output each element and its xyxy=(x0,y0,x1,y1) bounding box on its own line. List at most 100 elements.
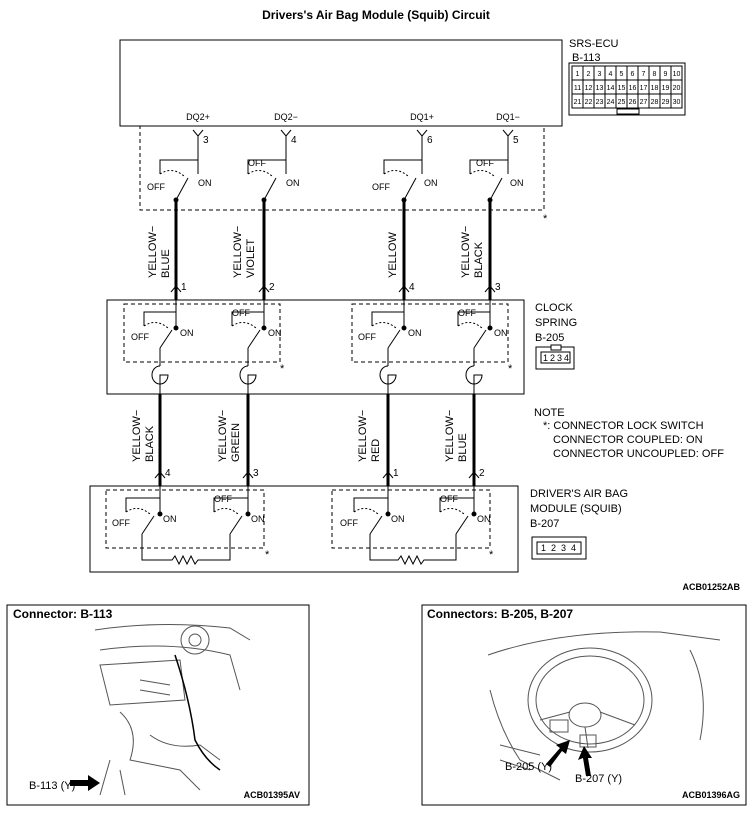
note-title: NOTE xyxy=(534,407,565,419)
mod-sw1-on: ON xyxy=(163,514,177,524)
dashboard-illustration-left xyxy=(94,623,251,796)
wire-yellow-blue-lower-l2: BLUE xyxy=(457,433,469,462)
wire-yellow-red-l2: RED xyxy=(370,439,382,462)
wire-yellow-blue-l2: BLUE xyxy=(160,249,172,278)
terminal-dq2-minus-label: DQ2− xyxy=(274,112,298,122)
wire-yellow-red-l1: YELLOW− xyxy=(357,410,369,462)
wire-yellow-black-l2: BLACK xyxy=(473,241,485,278)
wire-yellow-blue-lower-l1: YELLOW− xyxy=(444,410,456,462)
cs-sw4-off: OFF xyxy=(458,308,476,318)
clock-spring-lock-right xyxy=(351,303,509,363)
module-connector-id: B-207 xyxy=(530,518,559,530)
steering-wheel-illustration xyxy=(487,631,721,781)
clock-spring-title-2: SPRING xyxy=(535,317,577,329)
mod-conn-pin-4: 4 xyxy=(571,543,576,553)
mod-sw4-off: OFF xyxy=(440,494,458,504)
cs-conn-pin-3: 3 xyxy=(557,353,562,363)
asterisk-cs-left: * xyxy=(280,363,285,375)
cs-conn-pin-2: 2 xyxy=(550,353,555,363)
wire-yellow-black-lower-l1: YELLOW− xyxy=(131,410,143,462)
ecu-sw1-off: OFF xyxy=(147,182,165,192)
lower-wires xyxy=(158,394,476,486)
cs-switch-dots xyxy=(173,325,493,331)
module-title-2: MODULE (SQUIB) xyxy=(530,503,622,515)
wire-yellow-violet-l1: YELLOW− xyxy=(232,226,244,278)
cs-sw1-off: OFF xyxy=(131,332,149,342)
ecu-pin-number: 27 xyxy=(640,99,648,106)
wire-yellow-green-l2: GREEN xyxy=(230,423,242,462)
ecu-pin-number: 19 xyxy=(662,85,670,92)
ecu-switches xyxy=(159,150,509,201)
diagram-code: ACB01252AB xyxy=(682,582,740,592)
module-switches xyxy=(125,486,475,566)
cs-conn-pin-1: 1 xyxy=(543,353,548,363)
ecu-connector-id: B-113 xyxy=(572,52,601,64)
mod-sw1-off: OFF xyxy=(112,518,130,528)
module-title-1: DRIVER'S AIR BAG xyxy=(530,488,628,500)
cs-sw4-on: ON xyxy=(494,328,508,338)
arrows-b205-b207 xyxy=(546,740,592,776)
ecu-sw3-off: OFF xyxy=(372,182,390,192)
clock-spring-connector-id: B-205 xyxy=(535,332,564,344)
terminal-symbols xyxy=(192,129,514,150)
lower-pin-1: 1 xyxy=(393,468,399,479)
wire-yellow-green-l1: YELLOW− xyxy=(217,410,229,462)
airbag-module-box xyxy=(89,485,519,573)
ecu-pin-number: 15 xyxy=(618,85,626,92)
lower-pin-2: 2 xyxy=(479,468,485,479)
ecu-name: SRS-ECU xyxy=(569,38,619,50)
ecu-pin-number: 24 xyxy=(607,99,615,106)
ecu-pin-number: 21 xyxy=(574,99,582,106)
asterisk-mod-left: * xyxy=(265,549,270,561)
ecu-pin-cell xyxy=(670,93,683,109)
upper-pin-3: 3 xyxy=(495,282,501,293)
terminal-pin-3: 3 xyxy=(203,135,209,146)
ecu-pin-number: 5 xyxy=(620,71,624,78)
ecu-pin-number: 25 xyxy=(618,99,626,106)
wire-yellow-l1: YELLOW xyxy=(387,232,399,278)
lower-pin-4: 4 xyxy=(165,468,171,479)
cs-sw2-off: OFF xyxy=(232,308,250,318)
ecu-pin-number: 23 xyxy=(596,99,604,106)
wire-yellow-blue-l1: YELLOW− xyxy=(147,226,159,278)
wire-yellow-violet-l2: VIOLET xyxy=(245,239,257,278)
callout-b207: B-207 (Y) xyxy=(575,773,622,785)
asterisk-cs-right: * xyxy=(508,363,513,375)
module-lock-right xyxy=(331,489,491,549)
ecu-pin-number: 20 xyxy=(673,85,681,92)
module-lock-left xyxy=(105,489,265,549)
wire-yellow-black-lower-l2: BLACK xyxy=(144,425,156,462)
cs-sw3-on: ON xyxy=(408,328,422,338)
clock-spring-lock-left xyxy=(123,303,281,363)
terminal-pin-4: 4 xyxy=(291,135,297,146)
ecu-pin-number: 9 xyxy=(664,71,668,78)
ecu-lock-switch-area xyxy=(139,125,545,211)
ecu-pin-number: 16 xyxy=(629,85,637,92)
cs-sw2-on: ON xyxy=(268,328,282,338)
module-connector-face xyxy=(531,536,587,560)
ecu-pin-number: 13 xyxy=(596,85,604,92)
ecu-pin-number: 14 xyxy=(607,85,615,92)
lower-wire-connectors xyxy=(154,471,480,479)
mod-conn-pin-2: 2 xyxy=(551,543,556,553)
arrow-b113 xyxy=(70,775,100,791)
ecu-pin-number: 11 xyxy=(574,85,581,92)
clock-spring-title-1: CLOCK xyxy=(535,302,574,314)
mod-conn-pin-1: 1 xyxy=(541,543,546,553)
cs-sw3-off: OFF xyxy=(358,332,376,342)
ecu-sw1-on: ON xyxy=(198,178,212,188)
ecu-pin-number: 28 xyxy=(651,99,659,106)
clock-spring-connector-face xyxy=(535,344,575,370)
ecu-pin-number: 1 xyxy=(576,71,580,78)
ecu-pin-number: 26 xyxy=(629,99,637,106)
mod-conn-pin-3: 3 xyxy=(561,543,566,553)
diagram-title: Drivers's Air Bag Module (Squib) Circuit xyxy=(262,8,490,22)
ecu-pin-number: 18 xyxy=(651,85,659,92)
terminal-dq1-plus-label: DQ1+ xyxy=(410,112,434,122)
note-line-1: *: CONNECTOR LOCK SWITCH xyxy=(543,420,704,432)
ecu-sw3-on: ON xyxy=(424,178,438,188)
ecu-sw2-off: OFF xyxy=(248,158,266,168)
terminal-dq2-plus-label: DQ2+ xyxy=(186,112,210,122)
